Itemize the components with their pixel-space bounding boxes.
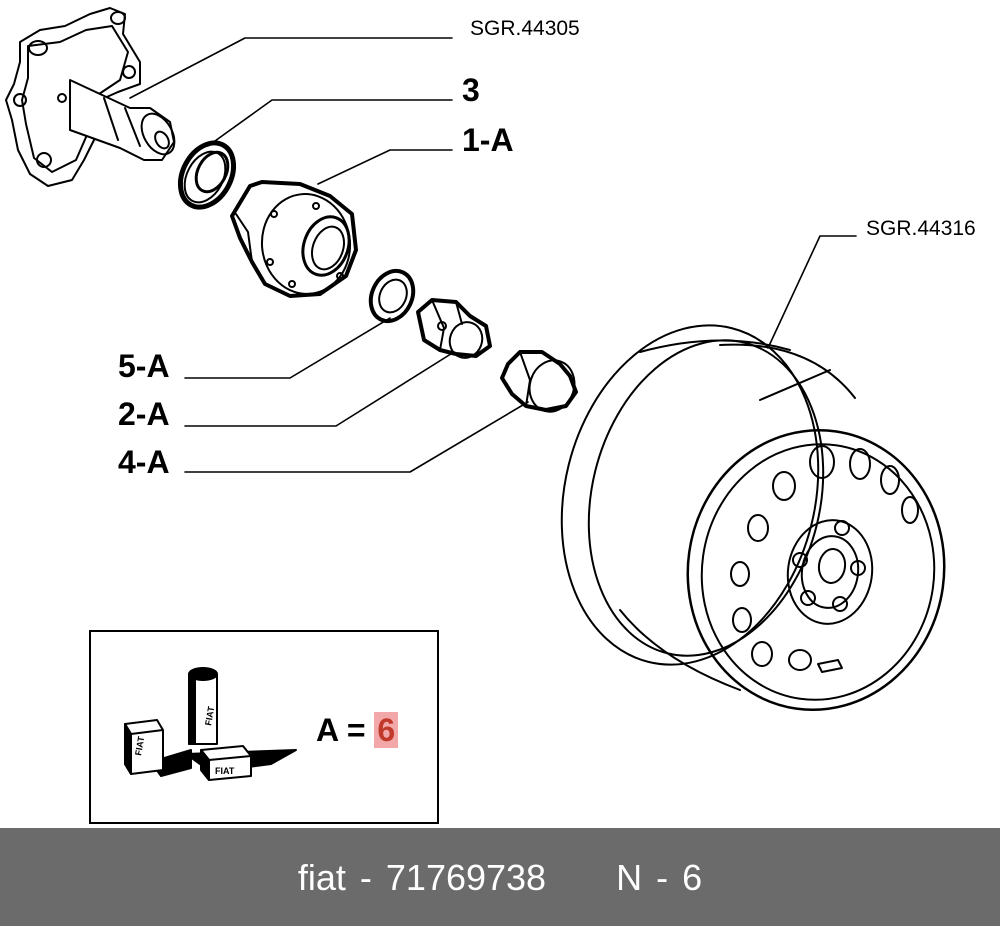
kit-quantity-value: 6 bbox=[374, 712, 399, 748]
part-2a-label: 2-A bbox=[118, 396, 170, 432]
parts-boxes-icon: FIAT FIAT FIAT bbox=[124, 667, 297, 781]
part-3-label: 3 bbox=[462, 72, 480, 108]
hub-nut-drawing bbox=[416, 298, 492, 359]
seal-ring-drawing bbox=[177, 140, 237, 210]
steel-wheel-drawing bbox=[560, 324, 946, 712]
kit-formula-prefix: A = bbox=[316, 712, 375, 748]
exploded-diagram bbox=[5, 7, 946, 712]
sgr-44316-label: SGR.44316 bbox=[866, 217, 976, 240]
part-5a-label: 5-A bbox=[118, 348, 170, 384]
part-4a-label: 4-A bbox=[118, 444, 170, 480]
sgr-44305-label: SGR.44305 bbox=[470, 17, 580, 40]
kit-quantity-formula: A = 6 bbox=[316, 712, 399, 748]
hub-cap-drawing bbox=[500, 350, 578, 413]
svg-text:FIAT: FIAT bbox=[215, 766, 235, 776]
leader-lines bbox=[129, 37, 857, 473]
svg-text:FIAT: FIAT bbox=[133, 735, 146, 756]
wheel-hub-drawing bbox=[230, 180, 358, 298]
washer-drawing bbox=[368, 268, 416, 324]
kit-legend-box: FIAT FIAT FIAT A = 6 bbox=[89, 630, 439, 824]
svg-text:FIAT: FIAT bbox=[203, 705, 216, 726]
stub-axle-drawing bbox=[5, 7, 176, 187]
footer-bar: fiat - 71769738 N - 6 bbox=[0, 828, 1000, 926]
part-number-caption: fiat - 71769738 N - 6 bbox=[297, 857, 703, 898]
part-1a-label: 1-A bbox=[462, 122, 514, 158]
